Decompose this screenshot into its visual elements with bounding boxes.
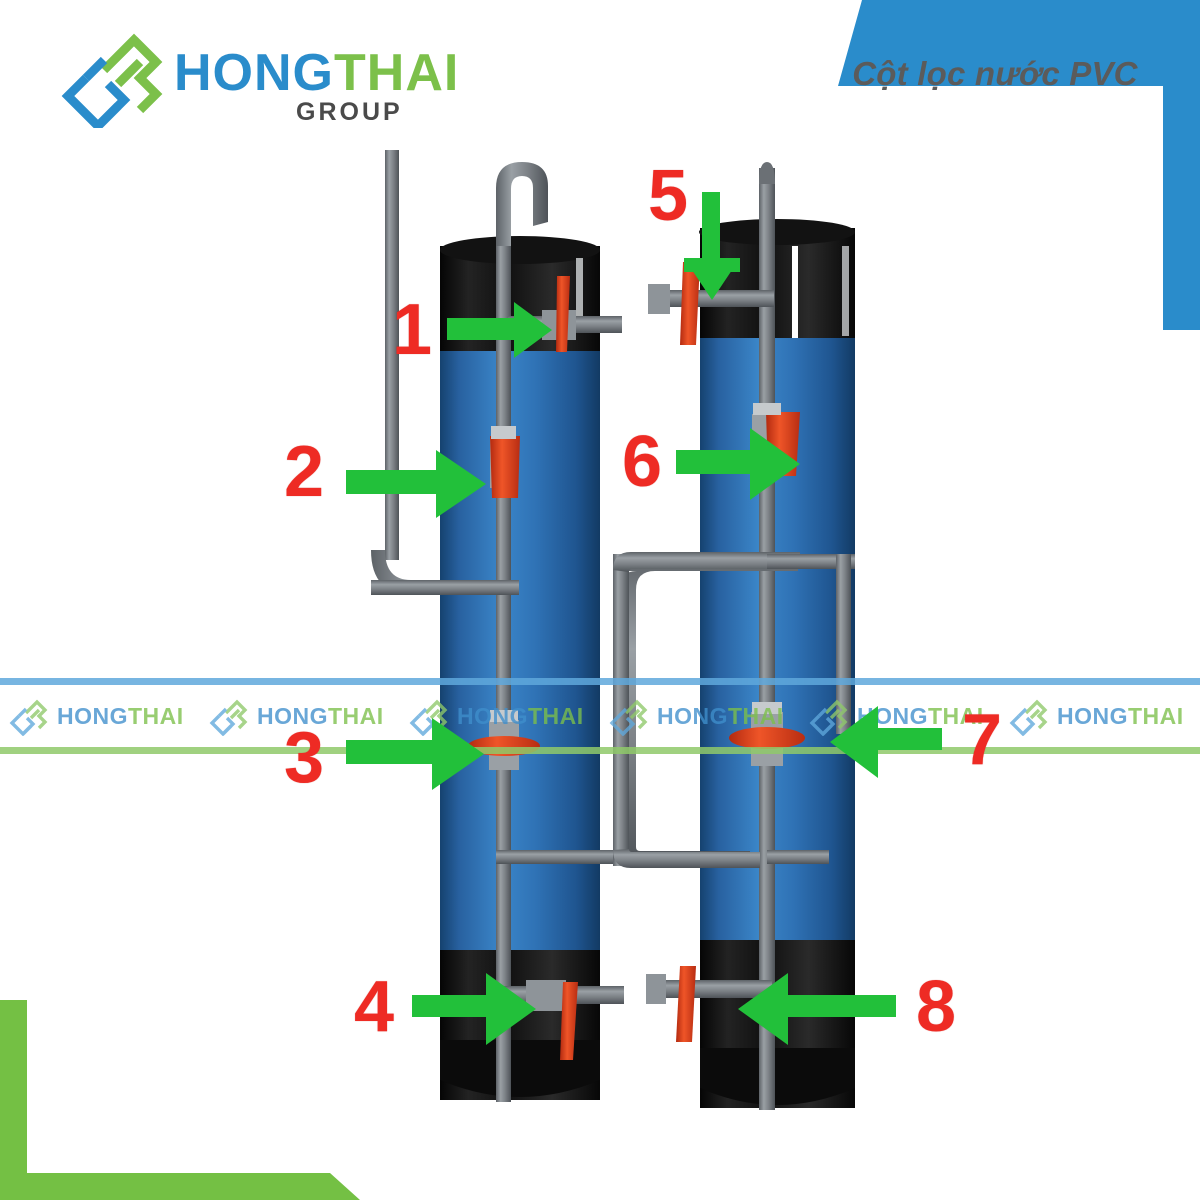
right-valve7-collar — [752, 702, 782, 714]
callout-marker-3: 3 — [284, 712, 514, 802]
callout-marker-6: 6 — [622, 414, 822, 504]
watermark-logo-icon — [9, 699, 48, 736]
watermark-text: HONGTHAI — [57, 702, 184, 729]
right-tank-cap — [700, 228, 855, 338]
left-valve2-collar — [491, 426, 516, 439]
top-right-blue-bar — [1163, 0, 1200, 330]
interconnect-left-vertical — [613, 554, 629, 866]
left-cap-highlight — [576, 258, 583, 330]
left-standpipe — [385, 150, 399, 560]
left-tank-body — [440, 260, 600, 1050]
right-valve6-collar — [753, 403, 781, 415]
callout-marker-8: 8 — [718, 965, 968, 1055]
left-valve2-handle — [490, 436, 520, 498]
left-tank-base-bottom — [440, 1040, 600, 1097]
logo-mark — [61, 33, 163, 128]
callout-marker-5: 5 — [640, 160, 800, 320]
right-valve5-cap — [648, 284, 670, 314]
callout-number: 3 — [284, 718, 325, 798]
callout-arrow-down — [684, 192, 740, 300]
right-cap-highlight — [842, 246, 849, 336]
right-valve8-handle — [676, 966, 696, 1042]
left-valve3-collar — [490, 710, 518, 722]
logo-word-blue: HONG — [174, 44, 334, 102]
right-valve8-cap — [646, 974, 666, 1004]
callout-number: 4 — [354, 967, 395, 1047]
interconnect-bottom-bend — [613, 849, 760, 868]
logo-wordmark: HONGTHAI — [174, 44, 459, 102]
left-lower-connector — [496, 850, 630, 864]
right-lower-stub — [767, 850, 829, 864]
right-tank-cap-top — [699, 219, 855, 245]
left-mid-pipe — [371, 580, 519, 595]
left-tank-cap-top — [440, 236, 600, 264]
callout-arrow-left — [738, 973, 896, 1045]
left-valve4-body — [526, 980, 566, 1011]
right-cap-gap — [792, 246, 798, 338]
left-valve1-handle — [556, 276, 570, 352]
callout-marker-7: 7 — [820, 700, 1030, 800]
callout-arrow-left — [830, 706, 942, 778]
logo-word-green: THAI — [334, 44, 459, 102]
callout-number: 5 — [648, 156, 689, 236]
product-photo — [330, 150, 930, 1140]
callout-marker-4: 4 — [354, 965, 574, 1055]
callout-number: 6 — [622, 422, 663, 502]
right-connector-vertical — [836, 554, 851, 734]
right-valve7-handle — [729, 727, 805, 749]
callout-marker-2: 2 — [284, 432, 514, 522]
callout-arrow-right — [346, 718, 484, 790]
watermark-text: HONGTHAI — [1057, 702, 1184, 729]
callout-number: 7 — [962, 700, 1003, 780]
left-gooseneck — [496, 162, 548, 246]
bottom-left-green-corner — [0, 1000, 360, 1200]
callout-number: 2 — [284, 432, 325, 512]
watermark-item: HONGTHAI — [0, 686, 200, 746]
watermark-item: HONGTHAI — [1000, 686, 1200, 746]
right-tank-base-bottom — [700, 1048, 855, 1105]
right-riser-top-cap — [759, 162, 775, 184]
hongthai-logo: HONGTHAI GROUP — [56, 28, 476, 128]
callout-marker-1: 1 — [392, 290, 592, 380]
callout-number: 8 — [916, 967, 957, 1047]
callout-arrow-right — [447, 302, 552, 358]
callout-number: 1 — [392, 290, 433, 370]
callout-arrow-right — [676, 428, 800, 500]
callout-arrow-right — [346, 450, 486, 518]
logo-subtitle: GROUP — [296, 98, 403, 126]
right-top-tee — [767, 554, 855, 569]
left-valve4-handle — [560, 982, 578, 1060]
right-valve5-handle — [680, 262, 700, 345]
page-title: Cột lọc nước PVC — [852, 55, 1138, 92]
callout-arrow-right — [412, 973, 536, 1045]
interconnect-top-bend — [613, 552, 800, 572]
watermark-logo-icon — [209, 699, 248, 736]
